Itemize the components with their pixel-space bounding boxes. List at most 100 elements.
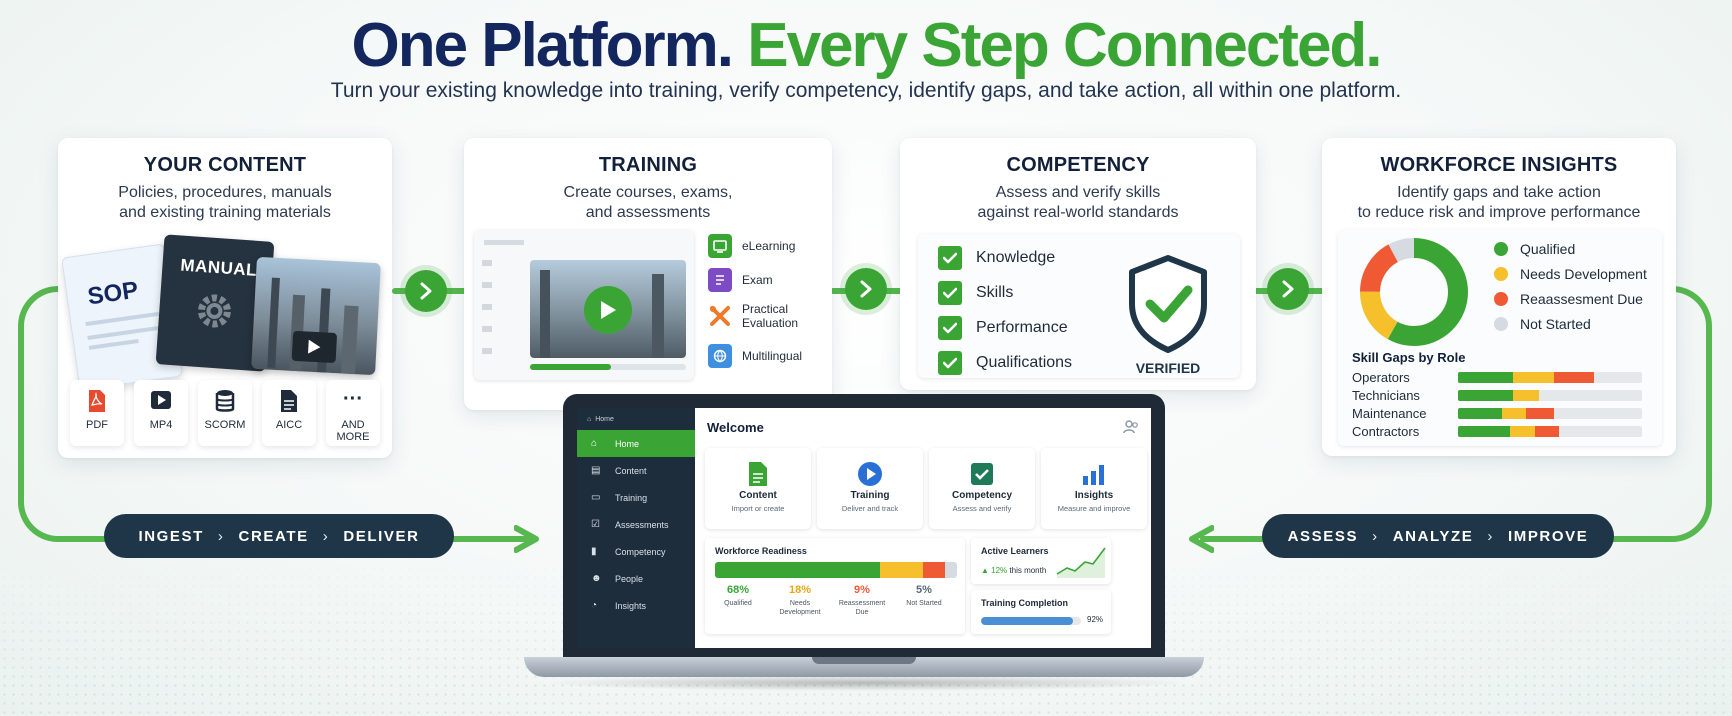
format-label: AICC bbox=[275, 419, 303, 431]
training-card-title: TRAINING bbox=[598, 154, 698, 176]
format-pdf[interactable]: PDF bbox=[70, 380, 124, 446]
play-button[interactable] bbox=[584, 286, 632, 334]
flow-ingest: INGEST bbox=[138, 527, 204, 545]
format-label: PDF bbox=[86, 419, 108, 431]
content-card-desc: Policies, procedures, manuals and existi… bbox=[58, 183, 392, 223]
next-arrow-1[interactable] bbox=[405, 270, 447, 312]
elearning-icon bbox=[708, 234, 732, 258]
next-arrow-2[interactable] bbox=[845, 268, 887, 310]
training-type-label: eLearning bbox=[742, 239, 795, 253]
nav-content-icon: ▤ bbox=[591, 465, 601, 476]
stat-percent: 5% bbox=[916, 584, 932, 596]
readiness-segment bbox=[923, 562, 945, 578]
readiness-bar bbox=[715, 562, 957, 578]
laptop-base bbox=[524, 657, 1204, 677]
nav-label: Insights bbox=[615, 600, 647, 611]
flow-separator: › bbox=[322, 527, 330, 545]
training-type-label-line1: Exam bbox=[742, 273, 773, 287]
role-bar-segment-reassess bbox=[1535, 425, 1560, 437]
right-loop-line bbox=[1652, 286, 1712, 542]
check-item-skills: Skills bbox=[938, 275, 1072, 310]
exam-icon bbox=[708, 268, 732, 292]
training-type-elearning[interactable]: eLearning bbox=[708, 234, 795, 258]
nav-item-competency[interactable]: ▮ Competency bbox=[577, 538, 695, 565]
flow-create: CREATE bbox=[238, 527, 309, 545]
delta-label: this month bbox=[1009, 566, 1047, 575]
legend-label: Needs Development bbox=[1520, 265, 1647, 282]
flow-pill-left: INGEST › CREATE › DELIVER bbox=[104, 514, 454, 558]
insights-card-title: WORKFORCE INSIGHTS bbox=[1380, 154, 1618, 176]
role-row: Contractors bbox=[1352, 422, 1642, 440]
role-row: Technicians bbox=[1352, 386, 1642, 404]
format-and-more[interactable]: ···AND MORE bbox=[326, 380, 380, 446]
play-icon bbox=[601, 301, 616, 319]
check-item-qualifications: Qualifications bbox=[938, 345, 1072, 380]
format-scorm[interactable]: SCORM bbox=[198, 380, 252, 446]
tile-subtitle: Assess and verify bbox=[952, 504, 1012, 513]
readiness-segment bbox=[879, 562, 924, 578]
nav-item-training[interactable]: ▭Training bbox=[577, 484, 695, 511]
readiness-title: Workforce Readiness bbox=[715, 546, 807, 556]
nav-item-people[interactable]: ☻People bbox=[577, 565, 695, 592]
course-video bbox=[530, 260, 686, 358]
tile-subtitle: Deliver and track bbox=[841, 504, 899, 513]
nav-item-content[interactable]: ▤Content bbox=[577, 457, 695, 484]
next-arrow-3[interactable] bbox=[1267, 268, 1309, 310]
active-learners-panel: Active Learners ▲ 12% this month bbox=[971, 538, 1111, 584]
training-desc-line1: Create courses, exams, bbox=[563, 184, 733, 201]
check-item-knowledge: Knowledge bbox=[938, 240, 1072, 275]
legend-swatch bbox=[1494, 316, 1508, 331]
training-type-exam[interactable]: Exam bbox=[708, 268, 773, 292]
stat-label: Not Started bbox=[906, 600, 942, 607]
tile-title: Insights bbox=[1074, 490, 1114, 501]
document-icon bbox=[262, 389, 316, 415]
stat-percent: 18% bbox=[788, 584, 812, 596]
format-label: SCORM bbox=[204, 419, 246, 431]
legend-item: Qualified bbox=[1494, 236, 1647, 261]
check-item-performance: Performance bbox=[938, 310, 1072, 345]
nav-training-icon: ▭ bbox=[591, 492, 601, 503]
training-card: TRAINING Create courses, exams, and asse… bbox=[464, 138, 832, 410]
dashboard-breadcrumb: ⌂ Home bbox=[577, 408, 695, 430]
nav-item-insights[interactable]: ◔Insights bbox=[577, 592, 695, 619]
verified-shield-icon bbox=[1129, 255, 1207, 353]
format-aicc[interactable]: AICC bbox=[262, 380, 316, 446]
insights-desc-line1: Identify gaps and take action bbox=[1397, 184, 1601, 201]
nav-item-assessments[interactable]: ☑Assessments bbox=[577, 511, 695, 538]
tile-title: Training bbox=[850, 490, 890, 501]
nav-label: Competency bbox=[615, 546, 666, 557]
video-thumbnail bbox=[251, 256, 381, 376]
nav-item-home[interactable]: ⌂Home bbox=[577, 430, 695, 457]
legend-label: Qualified bbox=[1520, 240, 1576, 257]
training-type-multilingual[interactable]: Multilingual bbox=[708, 344, 802, 368]
role-gap-bar bbox=[1458, 389, 1642, 401]
readiness-stat: 68%Qualified bbox=[705, 584, 771, 608]
role-bar-segment-reassess bbox=[1526, 407, 1554, 419]
role-bar-segment-qualified bbox=[1458, 407, 1503, 419]
pdf-icon bbox=[70, 389, 124, 415]
flow-deliver: DELIVER bbox=[343, 527, 420, 545]
users-icon[interactable] bbox=[1123, 420, 1139, 434]
donut-slice-needs-development bbox=[1360, 238, 1468, 346]
insights-icon bbox=[1080, 460, 1108, 488]
role-name: Technicians bbox=[1352, 387, 1420, 403]
format-mp4[interactable]: MP4 bbox=[134, 380, 188, 446]
check-label: Skills bbox=[976, 283, 1014, 301]
laptop: ⌂ Home ⌂Home▤Content▭Training☑Assessment… bbox=[563, 394, 1165, 658]
play-icon[interactable] bbox=[291, 330, 338, 364]
checkbox-checked-icon bbox=[938, 350, 962, 375]
laptop-notch bbox=[812, 657, 916, 664]
nav-competency-icon: ▮ bbox=[591, 546, 597, 557]
role-bar-segment-needs bbox=[1509, 425, 1536, 437]
check-label: Knowledge bbox=[976, 248, 1056, 266]
legend-item: Reaassesment Due bbox=[1494, 286, 1647, 311]
checkbox-checked-icon bbox=[938, 280, 962, 305]
role-gap-bar bbox=[1458, 371, 1642, 383]
